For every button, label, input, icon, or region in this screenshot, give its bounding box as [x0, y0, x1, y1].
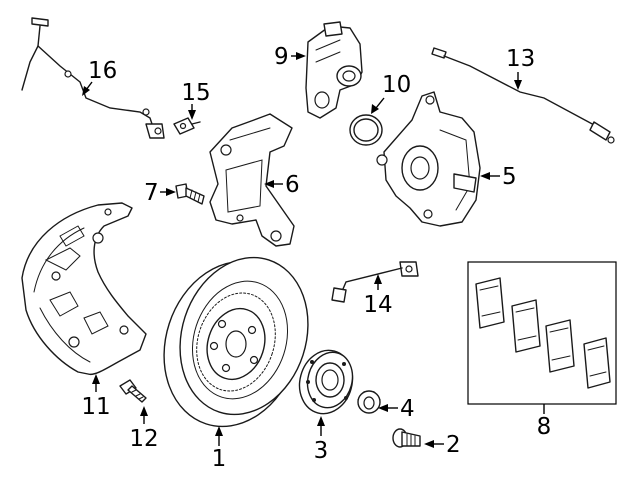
- hub-nut: [357, 390, 381, 414]
- clip: [173, 117, 201, 135]
- brake-pad-1: [475, 277, 505, 329]
- callout-15: 15: [181, 80, 210, 106]
- callout-4: 4: [400, 396, 415, 422]
- callout-8: 8: [537, 414, 552, 440]
- callout-11: 11: [81, 394, 110, 420]
- rotor-screw: [392, 428, 421, 448]
- callout-13: 13: [506, 46, 535, 72]
- brake-pad-4: [583, 337, 611, 389]
- callout-6: 6: [285, 172, 300, 198]
- caliper-bracket: [209, 113, 295, 247]
- sensor-harness: [21, 17, 165, 139]
- callout-9: 9: [274, 44, 289, 70]
- callout-7: 7: [144, 180, 159, 206]
- shield-bolt: [119, 379, 147, 403]
- brake-rotor: [163, 256, 309, 428]
- callout-16: 16: [88, 58, 117, 84]
- callout-labels: 1 2 3 4 5 6 7 8 9 10 11 12 13 14 15 16: [81, 44, 551, 472]
- callout-12: 12: [129, 426, 158, 452]
- brake-hose: [431, 47, 615, 144]
- callout-14: 14: [363, 292, 392, 318]
- callout-10: 10: [382, 72, 411, 98]
- wheel-hub: [298, 349, 354, 415]
- brake-pad-2: [511, 299, 541, 353]
- callout-2: 2: [446, 432, 461, 458]
- splash-shield: [21, 202, 147, 376]
- seal-ring: [349, 114, 383, 146]
- callout-5: 5: [502, 164, 517, 190]
- callout-3: 3: [314, 438, 329, 464]
- actuator-motor: [305, 21, 363, 119]
- leader-lines: [82, 52, 545, 448]
- brake-pad-3: [545, 319, 575, 373]
- callout-1: 1: [212, 446, 227, 472]
- brake-caliper: [376, 91, 481, 227]
- wear-sensor: [331, 261, 419, 303]
- brake-pads-box: [467, 261, 617, 405]
- bracket-bolt: [175, 183, 205, 205]
